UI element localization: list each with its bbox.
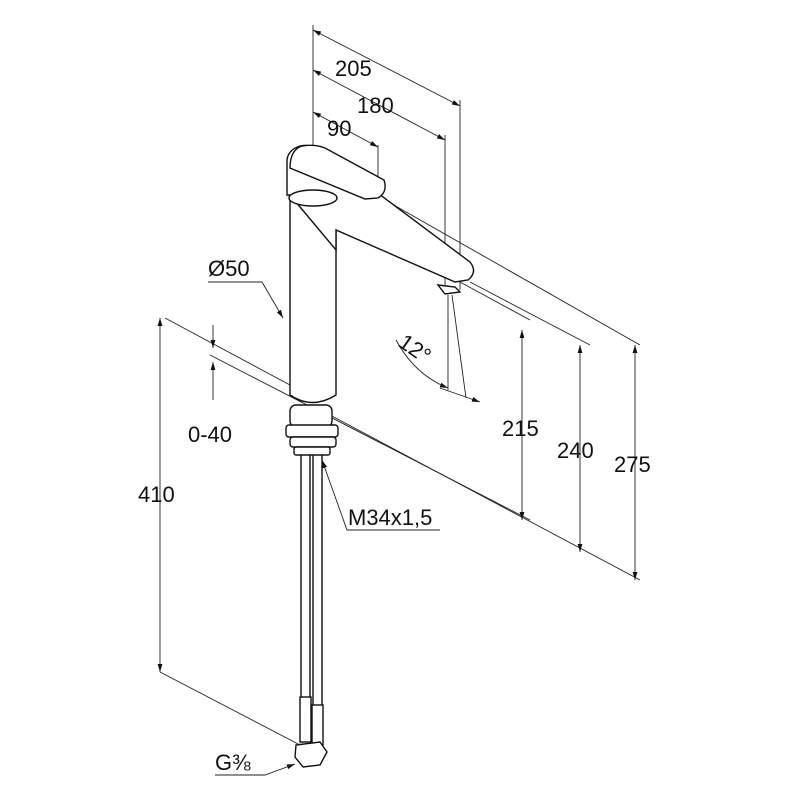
connection-label: G⅜ xyxy=(215,750,251,775)
height-dimension-lines xyxy=(157,199,641,776)
dim-diameter: Ø50 xyxy=(208,256,250,281)
dim-240: 240 xyxy=(557,438,594,463)
supply-hoses xyxy=(294,455,328,768)
faucet-body xyxy=(286,144,475,404)
dim-215: 215 xyxy=(502,416,539,441)
dim-90: 90 xyxy=(327,116,352,141)
dim-410: 410 xyxy=(138,482,175,507)
dim-0-40: 0-40 xyxy=(188,422,233,447)
thread-label: M34x1,5 xyxy=(348,505,433,530)
dim-205: 205 xyxy=(335,56,372,81)
dim-275: 275 xyxy=(614,452,651,477)
mounting-nut xyxy=(285,404,339,456)
dim-180: 180 xyxy=(357,93,394,118)
